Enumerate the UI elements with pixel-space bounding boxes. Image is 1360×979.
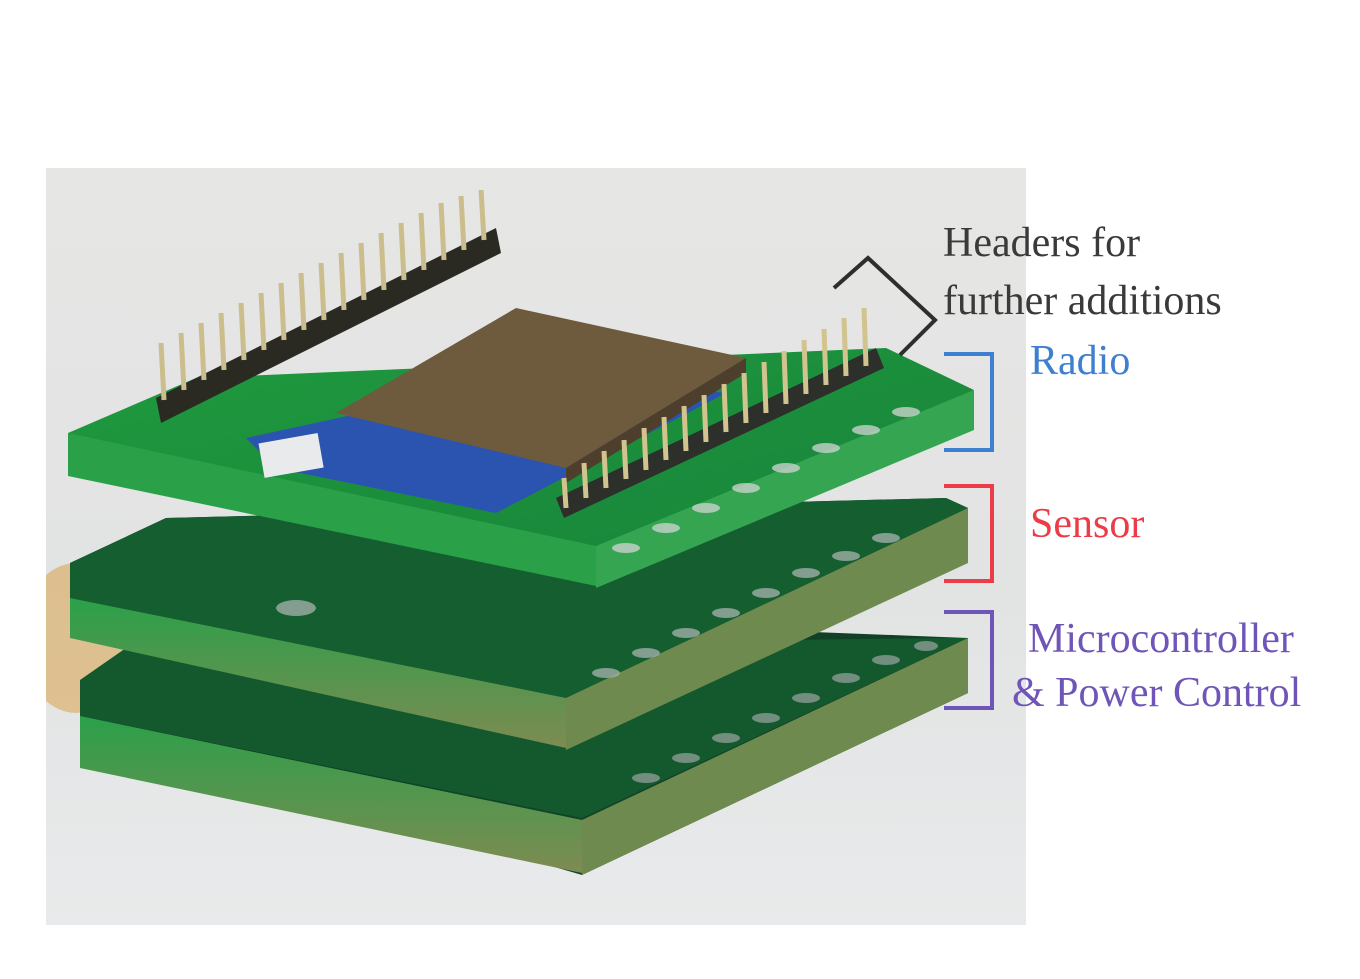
sensor-label: Sensor [1030,501,1145,547]
shield-can [336,308,746,468]
headers-label-line2: further additions [943,278,1222,324]
radio-label: Radio [1030,338,1131,384]
microcontroller-label: Microcontroller & Power Control [1012,612,1301,720]
pcb-stack-illustration [46,189,974,875]
microcontroller-label-line1: Microcontroller [1028,616,1294,662]
headers-label: Headers for further additions [943,214,1222,330]
board-sensor [70,498,968,750]
header-pins-back [156,189,501,423]
pcb-stack-photo [46,168,1026,925]
headers-label-line1: Headers for [943,220,1141,266]
connector [258,433,324,478]
microcontroller-label-line2: & Power Control [1012,670,1302,716]
